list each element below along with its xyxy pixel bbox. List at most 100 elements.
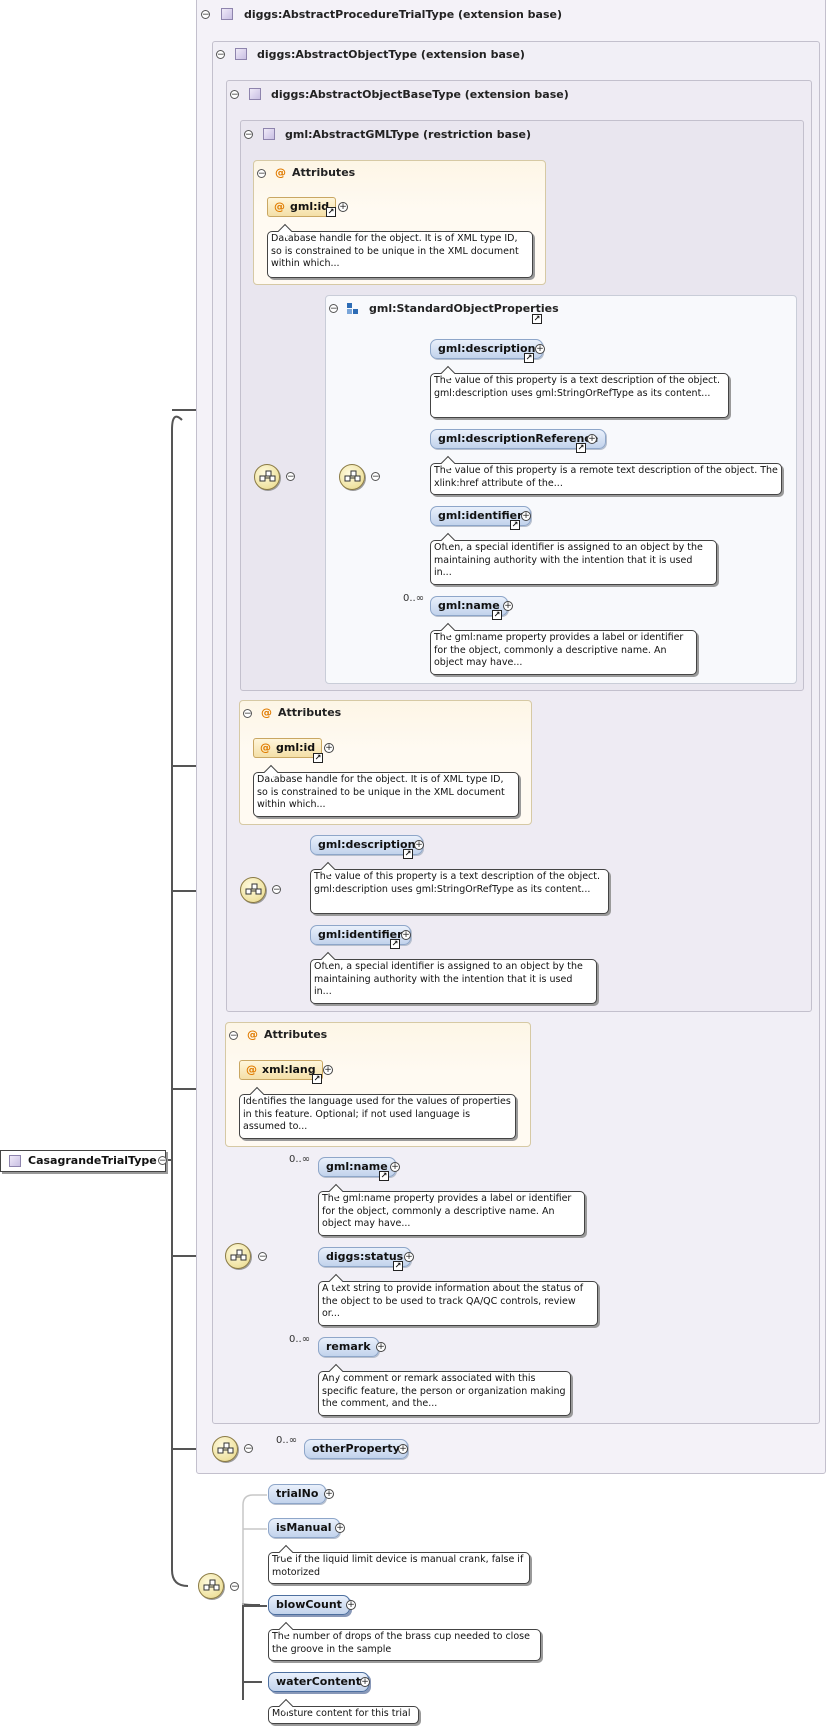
attributes-at-icon: @ <box>261 706 272 719</box>
base-identifier-node[interactable]: gml:identifier <box>310 925 411 945</box>
group-icon <box>347 303 358 314</box>
link-icon[interactable]: ↗ <box>312 1074 322 1084</box>
complex-type-icon <box>249 88 261 100</box>
collapse-sequence[interactable]: − <box>230 1582 239 1592</box>
link-icon[interactable]: ↗ <box>393 1261 403 1271</box>
link-icon[interactable]: ↗ <box>379 1171 389 1181</box>
link-icon[interactable]: ↗ <box>576 443 586 453</box>
object-base-title: diggs:AbstractObjectBaseType (extension … <box>271 88 569 101</box>
link-icon[interactable]: ↗ <box>313 753 323 763</box>
sequence-compositor-icon[interactable] <box>254 464 280 490</box>
base-description-doc: The value of this property is a text des… <box>310 869 609 914</box>
expand-plus-icon[interactable]: + <box>376 1342 386 1352</box>
link-icon[interactable]: ↗ <box>326 207 336 217</box>
gml-id-attribute[interactable]: @gml:id <box>267 197 337 217</box>
collapse-object-base[interactable]: − <box>230 90 239 100</box>
collapse-group[interactable]: − <box>329 304 338 314</box>
is-manual-node[interactable]: isManual <box>268 1518 340 1538</box>
collapse-object[interactable]: − <box>216 50 225 60</box>
object-remark-node[interactable]: remark <box>318 1337 379 1357</box>
std-name-doc: The gml:name property provides a label o… <box>430 630 697 675</box>
link-icon[interactable]: ↗ <box>390 939 400 949</box>
std-identifier-node[interactable]: gml:identifier <box>430 506 531 526</box>
trial-no-node[interactable]: trialNo <box>268 1484 327 1504</box>
std-name-node[interactable]: gml:name <box>430 596 508 616</box>
base-description-node[interactable]: gml:description <box>310 835 424 855</box>
expand-plus-icon[interactable]: + <box>323 1065 333 1075</box>
std-description-doc: The value of this property is a text des… <box>430 373 729 418</box>
expand-plus-icon[interactable]: + <box>587 434 597 444</box>
expand-plus-icon[interactable]: + <box>521 511 531 521</box>
collapse-gml[interactable]: − <box>244 130 253 140</box>
object-status-node[interactable]: diggs:status <box>318 1247 412 1267</box>
attributes-title: Attributes <box>278 706 342 719</box>
link-icon[interactable]: ↗ <box>510 520 520 530</box>
water-content-doc: Moisture content for this trial <box>268 1706 419 1724</box>
collapse-sequence[interactable]: − <box>272 885 281 895</box>
sequence-compositor-icon[interactable] <box>339 464 365 490</box>
expand-plus-icon[interactable]: + <box>360 1677 370 1687</box>
base-id-doc: Database handle for the object. It is of… <box>253 772 519 817</box>
complex-type-icon <box>221 8 233 20</box>
link-icon[interactable]: ↗ <box>524 353 534 363</box>
blow-count-doc: The number of drops of the brass cup nee… <box>268 1629 541 1661</box>
collapse-sequence[interactable]: − <box>244 1444 253 1454</box>
expand-plus-icon[interactable]: + <box>401 930 411 940</box>
link-icon[interactable]: ↗ <box>532 314 542 324</box>
blow-count-node[interactable]: blowCount <box>268 1595 350 1615</box>
attributes-at-icon: @ <box>275 166 286 179</box>
complex-type-icon <box>235 48 247 60</box>
expand-plus-icon[interactable]: + <box>503 601 513 611</box>
water-content-node[interactable]: waterContent <box>268 1672 369 1692</box>
expand-plus-icon[interactable]: + <box>335 1523 345 1533</box>
complex-type-icon <box>263 128 275 140</box>
collapse-attributes[interactable]: − <box>257 169 266 179</box>
base-identifier-doc: Often, a special identifier is assigned … <box>310 959 597 1004</box>
attributes-title: Attributes <box>264 1028 328 1041</box>
link-icon[interactable]: ↗ <box>403 849 413 859</box>
expand-plus-icon[interactable]: + <box>324 743 334 753</box>
xml-lang-attribute[interactable]: @xml:lang <box>239 1060 323 1080</box>
occurrence-label: 0..∞ <box>276 1435 298 1446</box>
attributes-title: Attributes <box>292 166 356 179</box>
expand-plus-icon[interactable]: + <box>398 1444 408 1454</box>
at-icon: @ <box>246 1063 257 1076</box>
base-id-attribute[interactable]: @gml:id <box>253 738 323 758</box>
collapse-sequence[interactable]: − <box>371 472 380 482</box>
expand-plus-icon[interactable]: + <box>346 1600 356 1610</box>
collapse-attributes[interactable]: − <box>243 709 252 719</box>
collapse-procedure-trial[interactable]: − <box>201 10 210 20</box>
sequence-compositor-icon[interactable] <box>212 1436 238 1462</box>
xml-lang-doc: Identifies the language used for the val… <box>239 1094 516 1139</box>
sequence-compositor-icon[interactable] <box>225 1243 251 1269</box>
link-icon[interactable]: ↗ <box>492 610 502 620</box>
complex-type-icon <box>9 1155 21 1167</box>
collapse-root[interactable]: − <box>158 1156 167 1166</box>
sequence-compositor-icon[interactable] <box>240 877 266 903</box>
occurrence-label: 0..∞ <box>289 1334 311 1345</box>
object-name-node[interactable]: gml:name <box>318 1157 396 1177</box>
expand-plus-icon[interactable]: + <box>404 1252 414 1262</box>
at-icon: @ <box>274 200 285 213</box>
expand-plus-icon[interactable]: + <box>390 1162 400 1172</box>
collapse-sequence[interactable]: − <box>258 1252 267 1262</box>
expand-plus-icon[interactable]: + <box>338 202 348 212</box>
std-description-reference-node[interactable]: gml:descriptionReference <box>430 429 607 449</box>
std-description-node[interactable]: gml:description <box>430 339 544 359</box>
occurrence-label: 0..∞ <box>289 1154 311 1165</box>
at-icon: @ <box>260 741 271 754</box>
collapse-attributes[interactable]: − <box>229 1031 238 1041</box>
collapse-sequence[interactable]: − <box>286 472 295 482</box>
procedure-trial-title: diggs:AbstractProcedureTrialType (extens… <box>244 8 562 21</box>
other-property-node[interactable]: otherProperty <box>304 1439 408 1459</box>
is-manual-doc: True if the liquid limit device is manua… <box>268 1552 530 1584</box>
expand-plus-icon[interactable]: + <box>414 840 424 850</box>
object-name-doc: The gml:name property provides a label o… <box>318 1191 585 1236</box>
standard-props-title: gml:StandardObjectProperties <box>369 302 559 315</box>
gml-title: gml:AbstractGMLType (restriction base) <box>285 128 532 141</box>
expand-plus-icon[interactable]: + <box>324 1489 334 1499</box>
expand-plus-icon[interactable]: + <box>535 344 545 354</box>
root-type-node[interactable]: CasagrandeTrialType <box>0 1150 166 1172</box>
std-description-reference-doc: The value of this property is a remote t… <box>430 463 782 495</box>
sequence-compositor-icon[interactable] <box>198 1573 224 1599</box>
